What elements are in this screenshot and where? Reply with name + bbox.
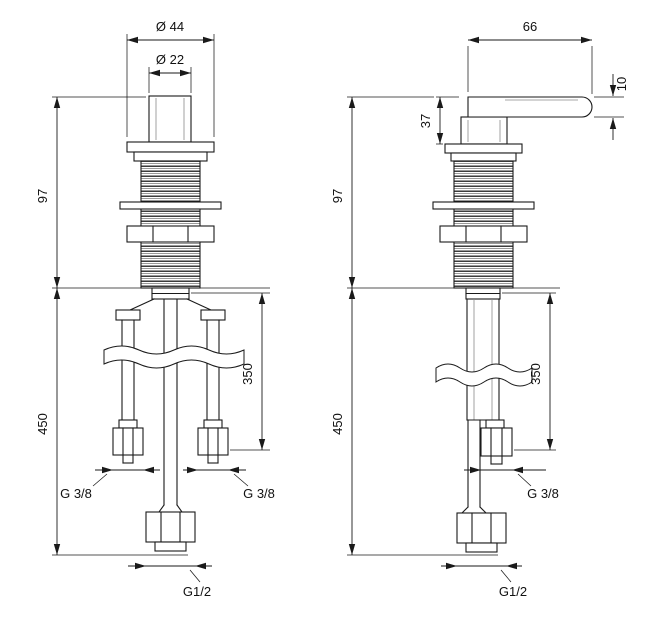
left-view-spout: Ø 44 Ø 22 97 450 350 [35, 19, 275, 599]
compression-nut-right [197, 419, 229, 464]
dim-label-dia22: Ø 22 [156, 52, 184, 67]
thread-label-g38: G 3/8 [527, 486, 559, 501]
dim-g38-side: G 3/8 [464, 466, 559, 501]
dim-label-350: 350 [528, 363, 543, 385]
flange-step [450, 152, 517, 162]
compression-nut-left [112, 419, 144, 464]
elbow-left [115, 309, 141, 321]
dim-350-left: 350 [191, 292, 270, 451]
dim-label-350: 350 [240, 363, 255, 385]
washer [432, 201, 535, 210]
lever-assembly [460, 96, 593, 145]
break-line [103, 345, 245, 369]
thread-label-g38-left: G 3/8 [60, 486, 92, 501]
dim-label-37: 37 [418, 114, 433, 128]
thread-label-g12: G1/2 [499, 584, 527, 599]
bottom-hex-nut [456, 506, 507, 553]
dim-450-right: 450 [330, 288, 498, 556]
break-line [435, 363, 533, 387]
dim-66: 66 [467, 19, 593, 94]
locknut [439, 225, 528, 243]
spout-body [119, 95, 222, 289]
flange-step [133, 151, 208, 162]
dim-97-left: 97 [35, 96, 270, 289]
compression-nut-side [480, 419, 513, 465]
flange [444, 143, 523, 154]
dim-450-left: 450 [35, 288, 188, 556]
thread-label-g38-right: G 3/8 [243, 486, 275, 501]
threaded-shank [140, 160, 201, 289]
dim-label-10: 10 [614, 77, 629, 91]
threaded-shank [453, 160, 514, 289]
lever-pivot [460, 116, 508, 145]
dim-label-450: 450 [330, 413, 345, 435]
dim-g12-right: G1/2 [441, 562, 527, 599]
dim-label-dia44: Ø 44 [156, 19, 184, 34]
dim-diameter-44: Ø 44 [126, 19, 215, 137]
dim-label-97: 97 [35, 189, 50, 203]
dim-label-450: 450 [35, 413, 50, 435]
dim-label-66: 66 [523, 19, 537, 34]
dim-g38-left: G 3/8 [60, 466, 160, 501]
dim-g38-right: G 3/8 [183, 466, 275, 501]
washer [119, 201, 222, 210]
lever-handle [467, 96, 593, 118]
valve-body [432, 143, 535, 553]
dim-label-97: 97 [330, 189, 345, 203]
dim-10: 10 [594, 74, 629, 140]
dim-g12-left: G1/2 [128, 562, 212, 599]
dim-diameter-22: Ø 22 [148, 52, 192, 93]
locknut [126, 225, 215, 243]
thread-label-g12-left: G1/2 [183, 584, 211, 599]
bottom-hex-nut [145, 504, 196, 552]
dim-97-right: 97 [330, 96, 560, 289]
under-body-and-tubes [103, 287, 245, 552]
dim-350-right: 350 [502, 292, 556, 451]
elbow-right [200, 309, 226, 321]
dim-37: 37 [418, 96, 459, 145]
right-view-valve: 66 10 37 97 450 [330, 19, 629, 599]
flange [126, 141, 215, 153]
